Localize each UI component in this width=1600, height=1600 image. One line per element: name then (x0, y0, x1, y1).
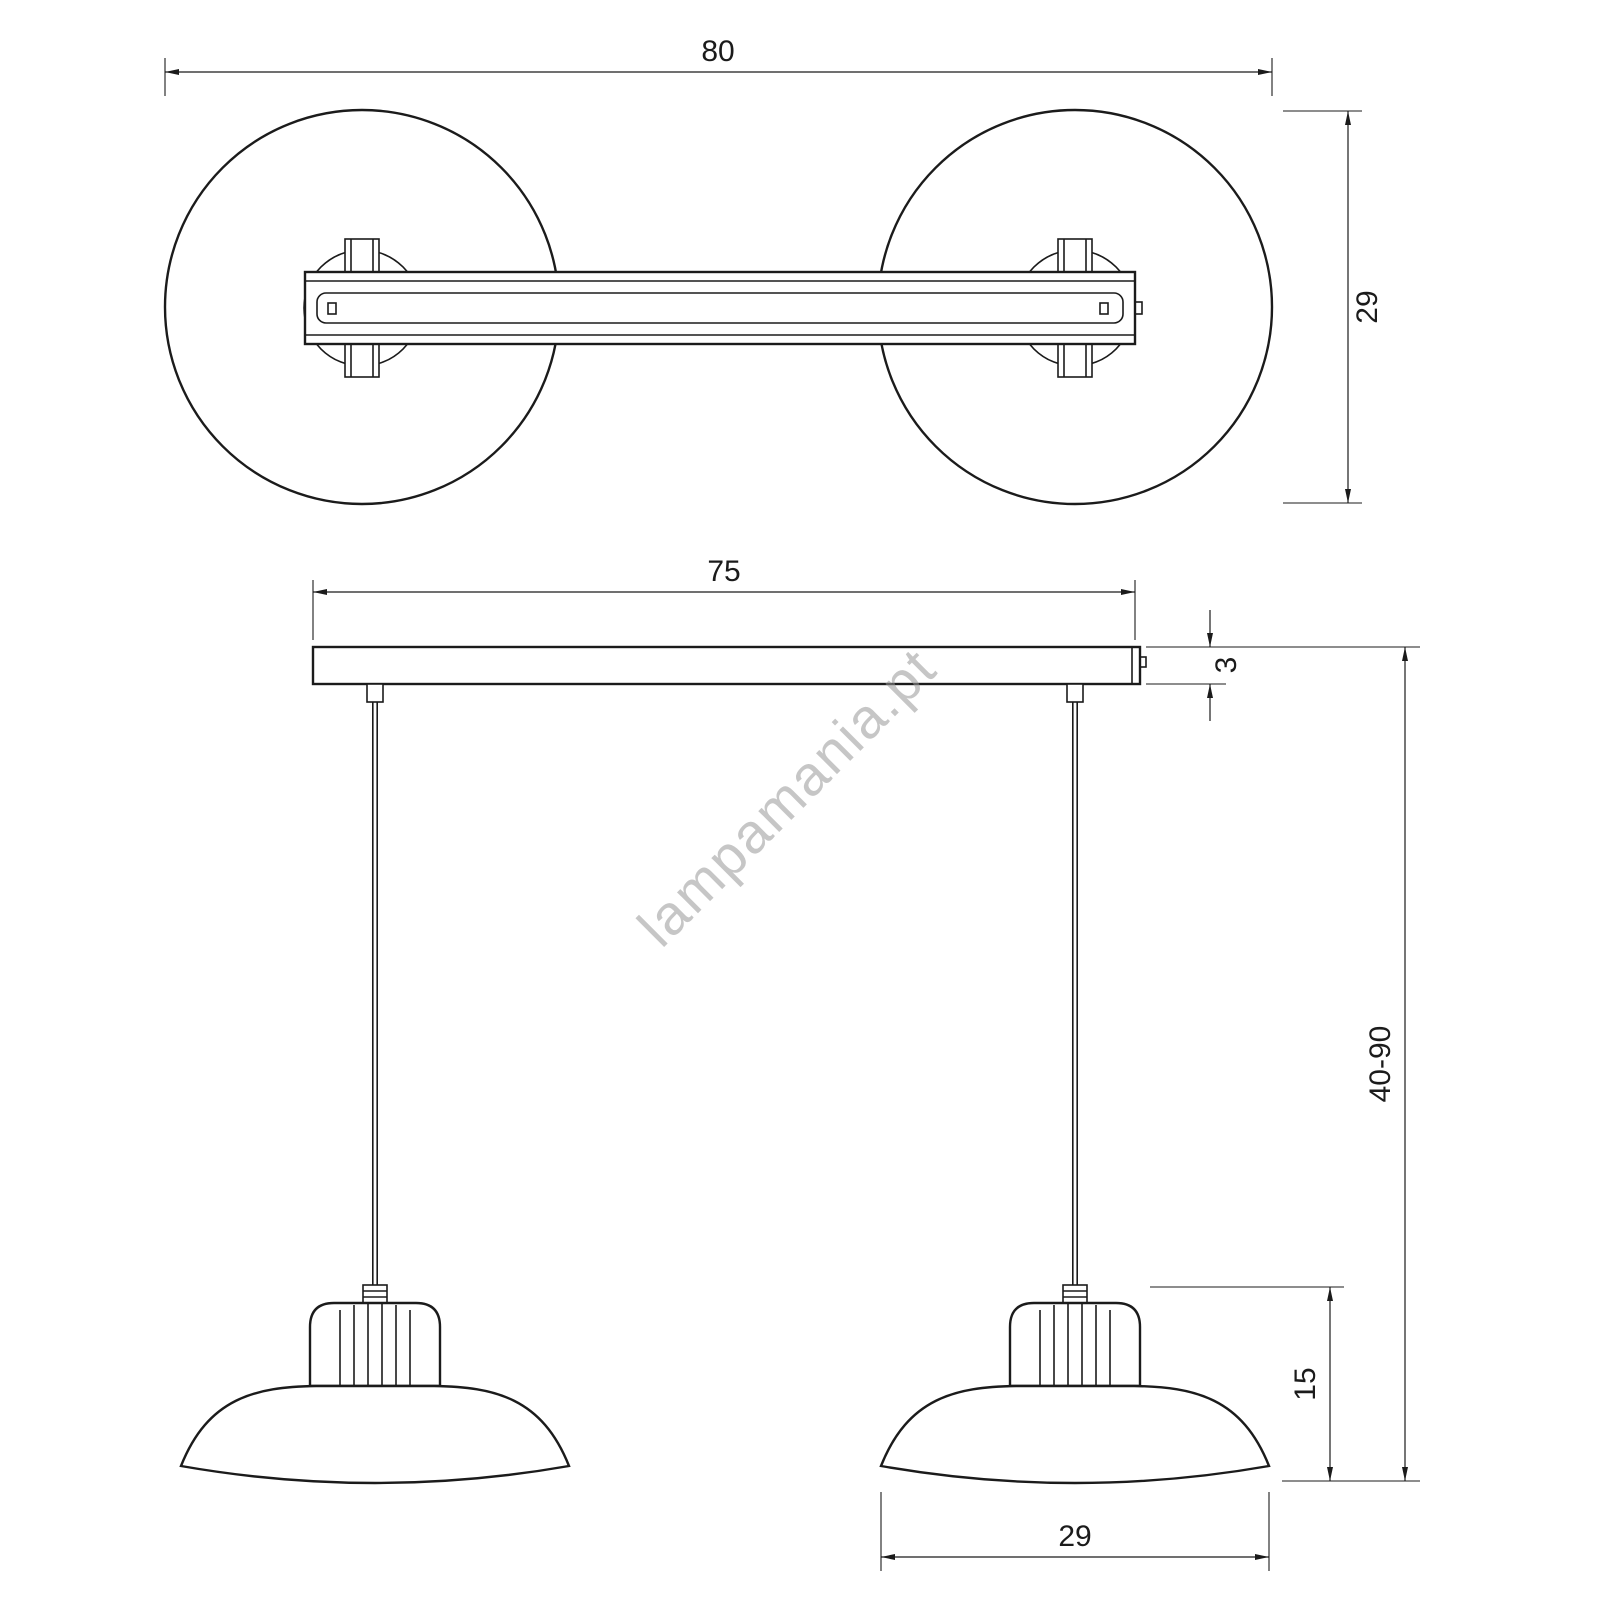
left-pendant (179, 683, 571, 1485)
dimension-label-shade-diameter: 29 (1058, 1520, 1091, 1553)
left-socket-ribs (339, 1303, 411, 1386)
dimension-label-shade-height: 15 (1289, 1367, 1322, 1400)
dimension-overall-width: 80 (164, 35, 1273, 96)
dimension-label-fixture-depth: 29 (1351, 290, 1384, 323)
left-shade-front-view (179, 1384, 571, 1485)
bar-inner-channel (316, 292, 1124, 324)
dimension-shade-diameter: 29 (880, 1492, 1270, 1571)
bar-slot-right (1099, 302, 1109, 315)
dimension-fixture-depth: 29 (1283, 110, 1384, 504)
dimension-bar-length: 75 (312, 555, 1136, 640)
dimension-label-overall-width: 80 (701, 35, 734, 68)
bar-end-screw (1134, 301, 1143, 315)
ceiling-bar-top-view (303, 270, 1143, 346)
dimension-bar-thickness: 3 (1146, 610, 1420, 721)
right-shade-front-view (879, 1384, 1271, 1485)
bar-slot-left (327, 302, 337, 315)
dimension-label-bar-thickness: 3 (1210, 657, 1243, 674)
left-cord-grip (362, 1284, 388, 1304)
dimension-suspension-range: 40-90 (1282, 647, 1420, 1482)
front-view (179, 645, 1271, 1485)
right-cord-grip (1062, 1284, 1088, 1304)
top-view (163, 108, 1274, 506)
dimensions: 80 29 75 3 40-90 (164, 35, 1420, 1571)
right-pendant (879, 683, 1271, 1485)
left-socket-cover (308, 1301, 442, 1388)
bar-end-detail (1139, 656, 1147, 668)
right-socket-ribs (1039, 1303, 1111, 1386)
right-cable-gland (1066, 683, 1084, 703)
dimension-label-suspension-range: 40-90 (1364, 1026, 1397, 1103)
dimension-shade-height: 15 (1150, 1286, 1344, 1481)
left-cable-gland (366, 683, 384, 703)
right-socket-cover (1008, 1301, 1142, 1388)
dimension-label-bar-length: 75 (707, 555, 740, 588)
ceiling-bar-front-view (311, 645, 1147, 686)
